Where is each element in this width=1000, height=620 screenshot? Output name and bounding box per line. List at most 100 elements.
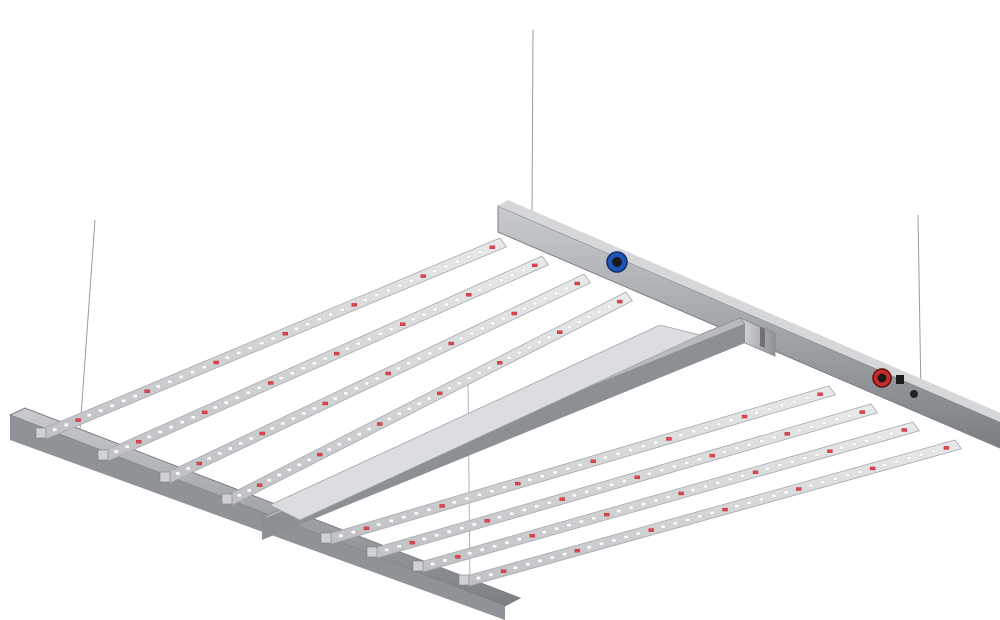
led-white: [414, 511, 419, 516]
led-white: [430, 562, 435, 566]
led-white: [622, 479, 627, 483]
led-red: [515, 481, 521, 486]
led-red: [557, 330, 563, 334]
led-red: [268, 381, 274, 385]
led-white: [554, 527, 559, 531]
led-white: [374, 293, 379, 297]
led-white: [507, 355, 512, 360]
led-white: [522, 508, 527, 512]
led-white: [384, 548, 389, 552]
led-red: [752, 470, 759, 475]
led-white: [894, 459, 899, 464]
led-white: [488, 572, 493, 577]
bar-mount-bracket: [35, 427, 47, 439]
led-white: [783, 490, 789, 495]
led-bar: [97, 255, 550, 462]
led-white: [234, 395, 240, 400]
led-white: [534, 504, 539, 509]
led-white: [522, 306, 527, 311]
led-white: [52, 427, 57, 432]
led-white: [653, 498, 658, 503]
led-white: [466, 255, 471, 259]
led-white: [442, 558, 448, 563]
led-white: [351, 530, 356, 534]
led-white: [190, 370, 195, 374]
led-white: [124, 444, 130, 449]
led-white: [301, 366, 306, 370]
led-red: [420, 274, 426, 278]
led-white: [271, 336, 276, 341]
led-red: [455, 555, 461, 559]
led-red: [827, 449, 833, 453]
led-white: [469, 331, 474, 336]
left-end-rail: [8, 407, 522, 620]
led-white: [759, 497, 764, 501]
led-white: [577, 320, 582, 324]
led-white: [146, 435, 152, 439]
bar-mount-bracket: [159, 471, 171, 483]
led-white: [666, 495, 671, 499]
led-white: [345, 346, 350, 351]
led-white: [540, 474, 545, 478]
led-white: [427, 351, 432, 356]
led-red: [409, 540, 415, 545]
led-white: [499, 278, 504, 282]
led-white: [802, 456, 807, 460]
led-white: [86, 413, 92, 417]
led-white: [673, 521, 678, 525]
led-white: [157, 430, 163, 434]
led-bar: [159, 273, 592, 484]
led-red: [363, 526, 370, 531]
led-red: [666, 437, 672, 441]
led-white: [564, 286, 569, 291]
led-white: [363, 298, 368, 302]
led-white: [697, 514, 703, 519]
led-white: [808, 483, 813, 488]
led-white: [267, 478, 272, 482]
led-white: [407, 406, 412, 411]
led-white: [477, 371, 482, 375]
led-white: [312, 406, 317, 411]
led-white: [178, 375, 184, 379]
led-white: [297, 463, 302, 467]
led-white: [480, 326, 485, 331]
led-white: [433, 307, 438, 312]
led-white: [572, 493, 577, 498]
led-white: [333, 396, 338, 401]
led-white: [459, 526, 464, 530]
led-red: [500, 569, 507, 573]
led-red: [709, 453, 715, 458]
led-white: [323, 356, 328, 361]
led-white: [98, 408, 103, 413]
led-white: [480, 548, 485, 552]
led-white: [729, 418, 734, 422]
led-white: [527, 345, 532, 350]
led-bar: [320, 385, 837, 545]
bar-mount-bracket: [412, 560, 424, 572]
led-white: [489, 489, 495, 493]
led-white: [277, 473, 282, 477]
led-white: [542, 530, 547, 534]
led-white: [206, 456, 212, 461]
led-white: [238, 441, 243, 446]
led-white: [746, 501, 752, 505]
led-white: [547, 501, 552, 505]
led-white: [376, 522, 381, 527]
led-white: [771, 494, 776, 498]
led-red: [678, 491, 684, 496]
led-white: [397, 412, 402, 416]
led-white: [722, 450, 727, 454]
led-white: [552, 470, 558, 475]
led-white: [459, 336, 464, 341]
led-white: [248, 436, 254, 441]
led-red: [796, 487, 802, 491]
led-red: [859, 410, 865, 414]
led-red: [400, 322, 406, 326]
led-red: [648, 528, 654, 532]
led-white: [354, 386, 359, 391]
led-white: [691, 429, 696, 434]
dimmer-knob-icon: [606, 251, 628, 273]
led-white: [257, 386, 262, 390]
led-white: [121, 399, 126, 403]
led-white: [343, 391, 348, 396]
